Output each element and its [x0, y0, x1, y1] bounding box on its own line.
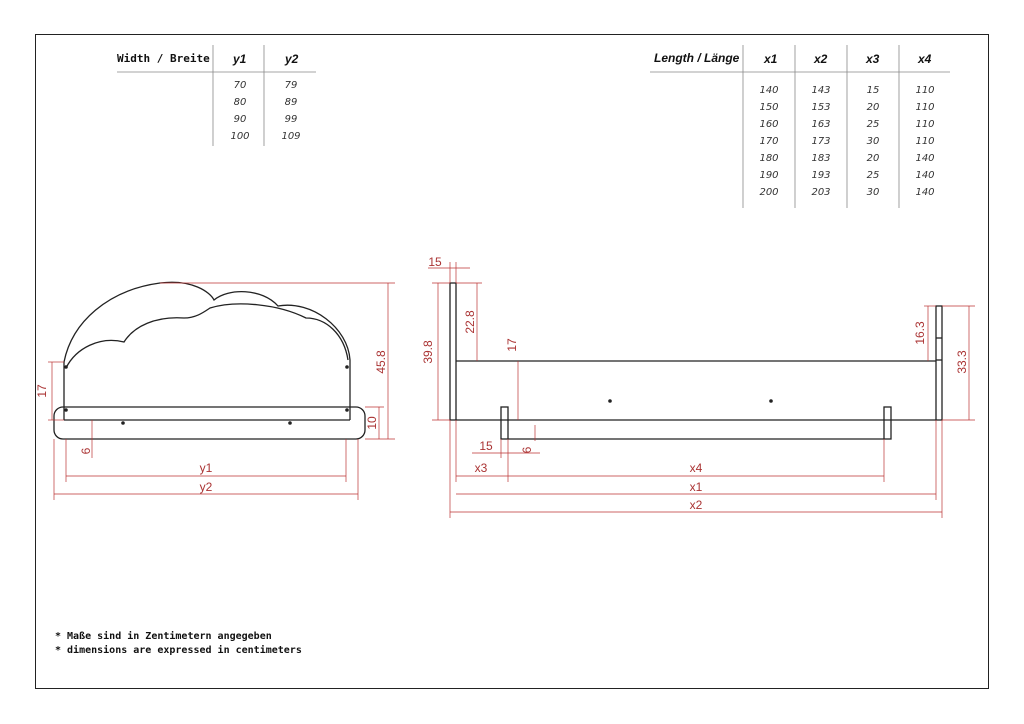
dim-x4: x4	[690, 461, 703, 475]
length-table-cell: 140	[915, 153, 934, 164]
dim-x2: x2	[690, 498, 703, 512]
length-col-x4: x4	[917, 52, 932, 66]
length-table-cell: 163	[811, 119, 830, 130]
dim-6-front: 6	[79, 447, 93, 454]
side-view: 15 39.8 22.8 17 16.3 33.3 15 6 x3	[421, 255, 975, 518]
length-table-cell: 30	[867, 136, 880, 147]
length-table-cell: 183	[811, 153, 830, 164]
length-table-cell: 190	[759, 170, 778, 181]
width-col-y2: y2	[284, 52, 299, 66]
length-table-cell: 193	[811, 170, 830, 181]
drawing-frame	[35, 34, 989, 689]
length-table-cell: 20	[867, 102, 880, 113]
length-table-cell: 20	[867, 153, 880, 164]
length-table-cell: 150	[759, 102, 778, 113]
dim-22-8: 22.8	[463, 310, 477, 334]
dim-17-side: 17	[505, 338, 519, 352]
front-rail	[53, 406, 366, 440]
length-table-cell: 110	[915, 136, 934, 147]
length-table-cell: 110	[915, 102, 934, 113]
length-table-cell: 140	[759, 85, 778, 96]
width-table-cell: 70	[234, 80, 247, 91]
length-table-header: Length / Länge	[654, 51, 740, 65]
width-table-cell: 79	[285, 80, 298, 91]
dim-33-3: 33.3	[955, 350, 969, 374]
dim-39-8: 39.8	[421, 340, 435, 364]
head-post	[449, 282, 457, 421]
length-table: Length / Länge x1 x2 x3 x4 140 143 15 110 15…	[650, 45, 950, 208]
length-table-cell: 15	[867, 85, 880, 96]
dim-x3: x3	[475, 461, 488, 475]
dim-y2: y2	[200, 480, 213, 494]
length-table-cell: 160	[759, 119, 778, 130]
length-table-cell: 25	[867, 170, 880, 181]
width-table-cell: 109	[281, 131, 300, 142]
width-table-cell: 90	[234, 114, 247, 125]
width-table-cell: 89	[285, 97, 298, 108]
dim-15-top: 15	[428, 255, 442, 269]
cloud-front	[65, 303, 349, 369]
dim-45-8: 45.8	[374, 350, 388, 374]
dim-y1: y1	[200, 461, 213, 475]
leg-right	[883, 406, 892, 440]
length-table-cell: 110	[915, 85, 934, 96]
length-col-x1: x1	[763, 52, 778, 66]
dim-6-side: 6	[520, 446, 534, 453]
front-view: 45.8 10 17 6 y1 y2	[35, 281, 395, 500]
length-table-cell: 140	[915, 187, 934, 198]
length-table-cell: 170	[759, 136, 778, 147]
width-table-cell: 99	[285, 114, 298, 125]
dim-x1: x1	[690, 480, 703, 494]
length-table-cell: 30	[867, 187, 880, 198]
dim-16-3: 16.3	[913, 321, 927, 345]
length-col-x3: x3	[865, 52, 880, 66]
foot-post	[935, 305, 943, 421]
width-table-cell: 80	[234, 97, 247, 108]
width-table-header: Width / Breite	[117, 52, 210, 65]
length-table-cell: 200	[759, 187, 778, 198]
note-en: * dimensions are expressed in centimeter…	[55, 644, 302, 656]
cloud-back	[63, 281, 351, 363]
length-table-cell: 143	[811, 85, 830, 96]
dim-15-leg: 15	[479, 439, 493, 453]
leg-left	[500, 406, 509, 440]
length-table-cell: 153	[811, 102, 830, 113]
length-col-x2: x2	[813, 52, 828, 66]
width-table-cell: 100	[230, 131, 249, 142]
length-table-cell: 203	[811, 187, 830, 198]
dim-10: 10	[365, 416, 379, 430]
length-table-cell: 173	[811, 136, 830, 147]
length-table-cell: 180	[759, 153, 778, 164]
dim-17-front: 17	[35, 384, 49, 398]
length-table-cell: 25	[867, 119, 880, 130]
length-table-cell: 110	[915, 119, 934, 130]
width-col-y1: y1	[232, 52, 247, 66]
length-table-cell: 140	[915, 170, 934, 181]
width-table: Width / Breite y1 y2 70 79 80 89 90 99 100 109	[117, 45, 316, 146]
note-de: * Maße sind in Zentimetern angegeben	[55, 630, 272, 642]
